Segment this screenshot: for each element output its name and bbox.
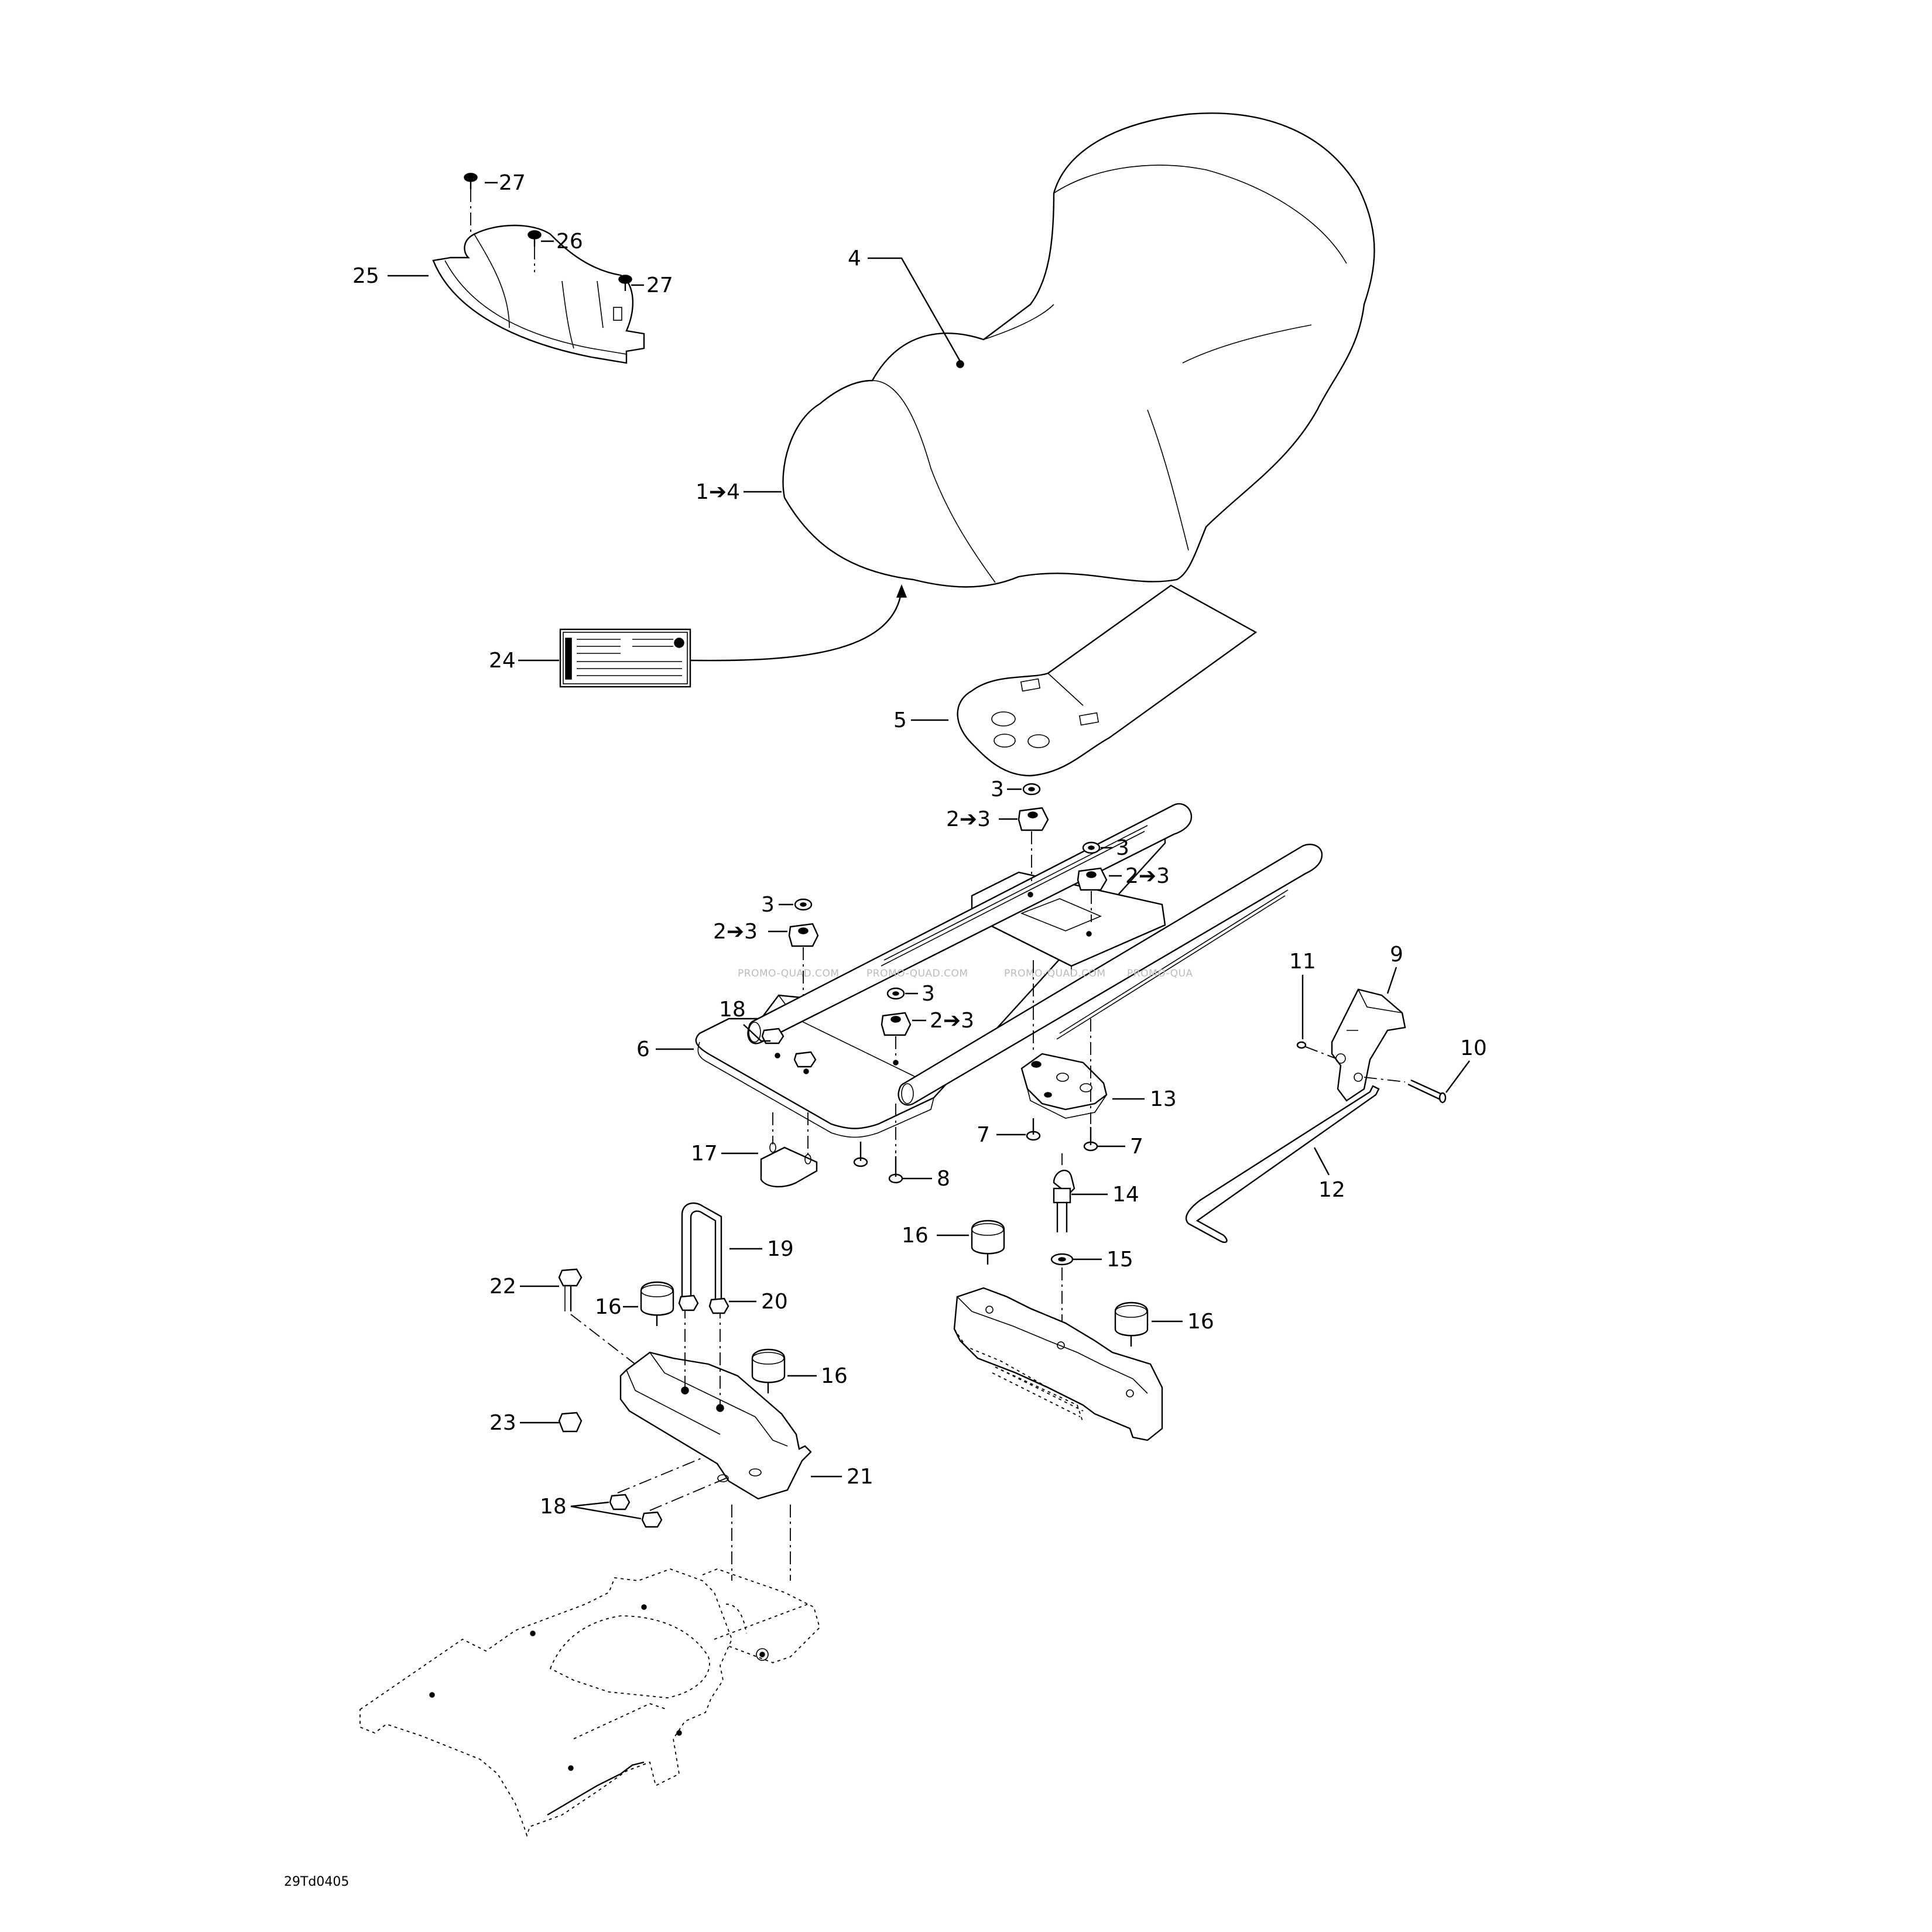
- callout-16-right: 16: [1187, 1310, 1214, 1334]
- callout-16-left: 16: [595, 1295, 622, 1319]
- rear-trim-part: [432, 224, 645, 364]
- callout-5: 5: [893, 708, 907, 732]
- support-21-part: [619, 1306, 812, 1500]
- watermark-2: PROMO-QUAD.COM: [866, 968, 968, 979]
- callout-18-upper: 18: [719, 998, 746, 1022]
- latch-part: [1331, 988, 1406, 1102]
- callout-4: 4: [848, 246, 861, 270]
- u-bolt-19-part: [681, 1202, 722, 1306]
- callout-22: 22: [489, 1275, 516, 1299]
- seat-frame-part: [695, 803, 1323, 1138]
- callout-16-upper-right: 16: [902, 1224, 929, 1248]
- trim-screws: [464, 173, 632, 291]
- callout-10: 10: [1460, 1036, 1487, 1060]
- callout-24: 24: [489, 649, 516, 673]
- callout-1-to-4: 1➔4: [696, 480, 740, 504]
- pin-10-part: [1364, 1077, 1447, 1104]
- warning-label-part: [559, 628, 691, 688]
- seat-cover-part: [782, 112, 1375, 588]
- callout-2-to-3-c: 2➔3: [713, 920, 758, 944]
- callout-8: 8: [937, 1167, 950, 1191]
- rear-crossmember-part: [953, 1287, 1163, 1441]
- callout-13: 13: [1150, 1087, 1177, 1111]
- front-fasteners: [558, 1268, 729, 1528]
- callout-3-d: 3: [922, 982, 935, 1006]
- drawing-code: 29Td0405: [284, 1875, 349, 1889]
- stopper-17-part: [760, 1112, 818, 1188]
- callout-11: 11: [1289, 950, 1316, 974]
- flange-nuts-18-upper: [761, 1027, 817, 1068]
- callout-3-a: 3: [991, 777, 1004, 801]
- watermark-1: PROMO-QUAD.COM: [738, 968, 840, 979]
- callout-9: 9: [1390, 943, 1403, 967]
- callout-19: 19: [767, 1237, 794, 1261]
- callout-2-to-3-a: 2➔3: [946, 807, 991, 831]
- callout-14: 14: [1112, 1183, 1139, 1207]
- callout-26: 26: [556, 229, 583, 254]
- callout-3-b: 3: [1116, 836, 1129, 860]
- callout-labels: 27 26 27 25 4 1➔4 24 5 3 2➔3 3 2➔3 3 2➔3…: [352, 171, 1487, 1519]
- callout-16-mid: 16: [821, 1364, 848, 1388]
- callout-12: 12: [1318, 1178, 1345, 1202]
- callout-17: 17: [691, 1142, 718, 1166]
- lock-13-part: [1020, 1053, 1108, 1119]
- callout-15: 15: [1107, 1248, 1133, 1272]
- post-14-part: [1050, 1153, 1075, 1341]
- clip-11-part: [1296, 1041, 1307, 1049]
- callout-25: 25: [352, 264, 379, 288]
- vehicle-frame-phantom: [359, 1505, 821, 1837]
- callout-20: 20: [761, 1290, 788, 1314]
- callout-2-to-3-b: 2➔3: [1125, 864, 1170, 888]
- bolts-7-8: [853, 960, 1098, 1184]
- callout-3-c: 3: [761, 893, 775, 917]
- callout-21: 21: [847, 1465, 873, 1489]
- callout-23: 23: [489, 1411, 516, 1435]
- callout-7-left: 7: [977, 1123, 990, 1147]
- bumpers-16: [640, 1220, 1149, 1393]
- callout-27-right: 27: [646, 273, 673, 297]
- callout-7-right: 7: [1130, 1135, 1143, 1159]
- callout-6: 6: [636, 1037, 650, 1061]
- leader-lines: [388, 181, 1470, 1520]
- seat-pan-part: [957, 584, 1258, 777]
- label-leader-curve: [690, 588, 903, 662]
- watermark-4: PROMO-QUA: [1127, 968, 1193, 979]
- rod-12-part: [1185, 1085, 1380, 1244]
- label-leader-arrowhead: [896, 584, 907, 598]
- nuts-and-inserts: [788, 783, 1108, 1057]
- callout-18-lower: 18: [540, 1495, 567, 1519]
- callout-27-top: 27: [499, 171, 526, 195]
- callout-2-to-3-d: 2➔3: [930, 1009, 974, 1033]
- watermark-3: PROMO-QUAD.COM: [1004, 968, 1106, 979]
